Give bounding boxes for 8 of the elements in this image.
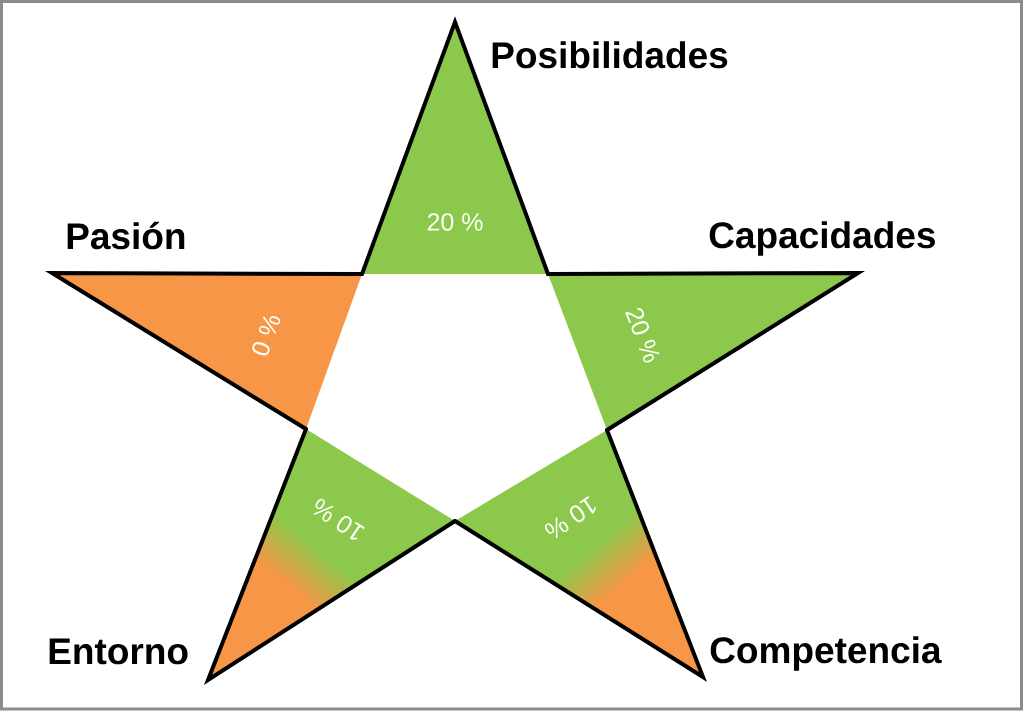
point-label: Competencia [710, 636, 942, 671]
star-point: 10 % [453, 428, 708, 682]
point-label: Pasión [67, 221, 185, 250]
star-point: 10 % [203, 427, 457, 686]
star-point: 0 % [44, 270, 364, 431]
point-label: Entorno [49, 638, 188, 665]
point-label: Capacidades [709, 221, 935, 256]
star-point: 20 % [546, 270, 865, 432]
